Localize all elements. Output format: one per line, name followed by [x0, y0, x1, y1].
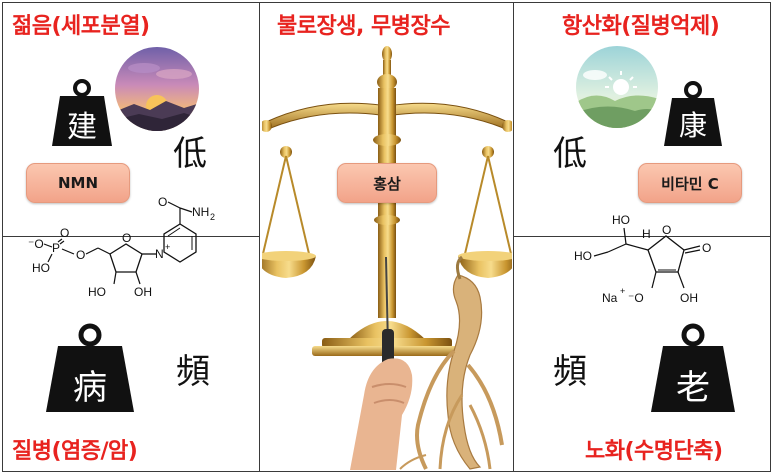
weight-icon: [46, 323, 134, 412]
sunrise-image: [576, 46, 658, 128]
weight-char: 老: [676, 368, 710, 408]
atom-label: ⁻O: [28, 237, 44, 251]
svg-text:N: N: [155, 247, 164, 261]
svg-text:⁻O: ⁻O: [628, 291, 644, 305]
svg-text:O: O: [60, 226, 69, 240]
svg-text:OH: OH: [134, 285, 152, 299]
pill-vitamin-c: 비타민 C: [638, 163, 742, 203]
weight-char: 建: [67, 110, 97, 145]
panel-bottom-right: [513, 236, 771, 472]
weight-char: 康: [678, 109, 707, 142]
pill-red-ginseng: 홍삼: [337, 163, 437, 203]
weight-icon: [664, 81, 722, 146]
hand-ginseng-image: [350, 255, 504, 470]
svg-text:HO: HO: [612, 213, 630, 227]
svg-text:NH: NH: [192, 205, 209, 219]
weight-wellness: 康: [662, 80, 724, 148]
svg-text:O: O: [702, 241, 711, 255]
sunset-image: [115, 47, 199, 131]
svg-text:HO: HO: [574, 249, 592, 263]
weight-icon: [651, 323, 735, 412]
frequency-low-left: 低: [173, 134, 207, 174]
vitamin-c-molecule: HO H HO O O Na + ⁻O OH: [574, 213, 711, 305]
weight-aging: 老: [648, 322, 738, 414]
frequency-low-right: 低: [553, 134, 587, 174]
title-longevity: 불로장생, 무병장수: [277, 14, 450, 39]
svg-text:P: P: [52, 241, 60, 255]
svg-text:2: 2: [210, 212, 215, 222]
pill-nmn: NMN: [26, 163, 130, 203]
svg-text:O: O: [662, 223, 671, 237]
title-youth: 젊음(세포분열): [12, 14, 150, 39]
svg-text:O: O: [158, 195, 167, 209]
weight-health: 建: [50, 78, 114, 148]
svg-text:+: +: [165, 242, 170, 252]
title-aging: 노화(수명단축): [585, 439, 723, 464]
svg-text:HO: HO: [32, 261, 50, 275]
frequency-high-right: 頻: [553, 352, 587, 392]
svg-text:HO: HO: [88, 285, 106, 299]
weight-disease: 病: [42, 322, 138, 414]
nmn-molecule: ⁻O O P HO O O HO OH N + O NH 2: [28, 195, 215, 299]
svg-text:O: O: [122, 231, 131, 245]
weight-icon: [52, 79, 112, 146]
svg-text:Na: Na: [602, 291, 618, 305]
weight-char: 病: [73, 368, 107, 408]
title-disease: 질병(염증/암): [12, 439, 138, 464]
svg-text:H: H: [642, 227, 651, 241]
svg-text:OH: OH: [680, 291, 698, 305]
panel-bottom-left: [2, 236, 261, 472]
frequency-high-left: 頻: [176, 352, 210, 392]
title-antioxidant: 항산화(질병억제): [562, 14, 720, 39]
svg-text:+: +: [620, 286, 625, 296]
svg-text:O: O: [76, 248, 85, 262]
